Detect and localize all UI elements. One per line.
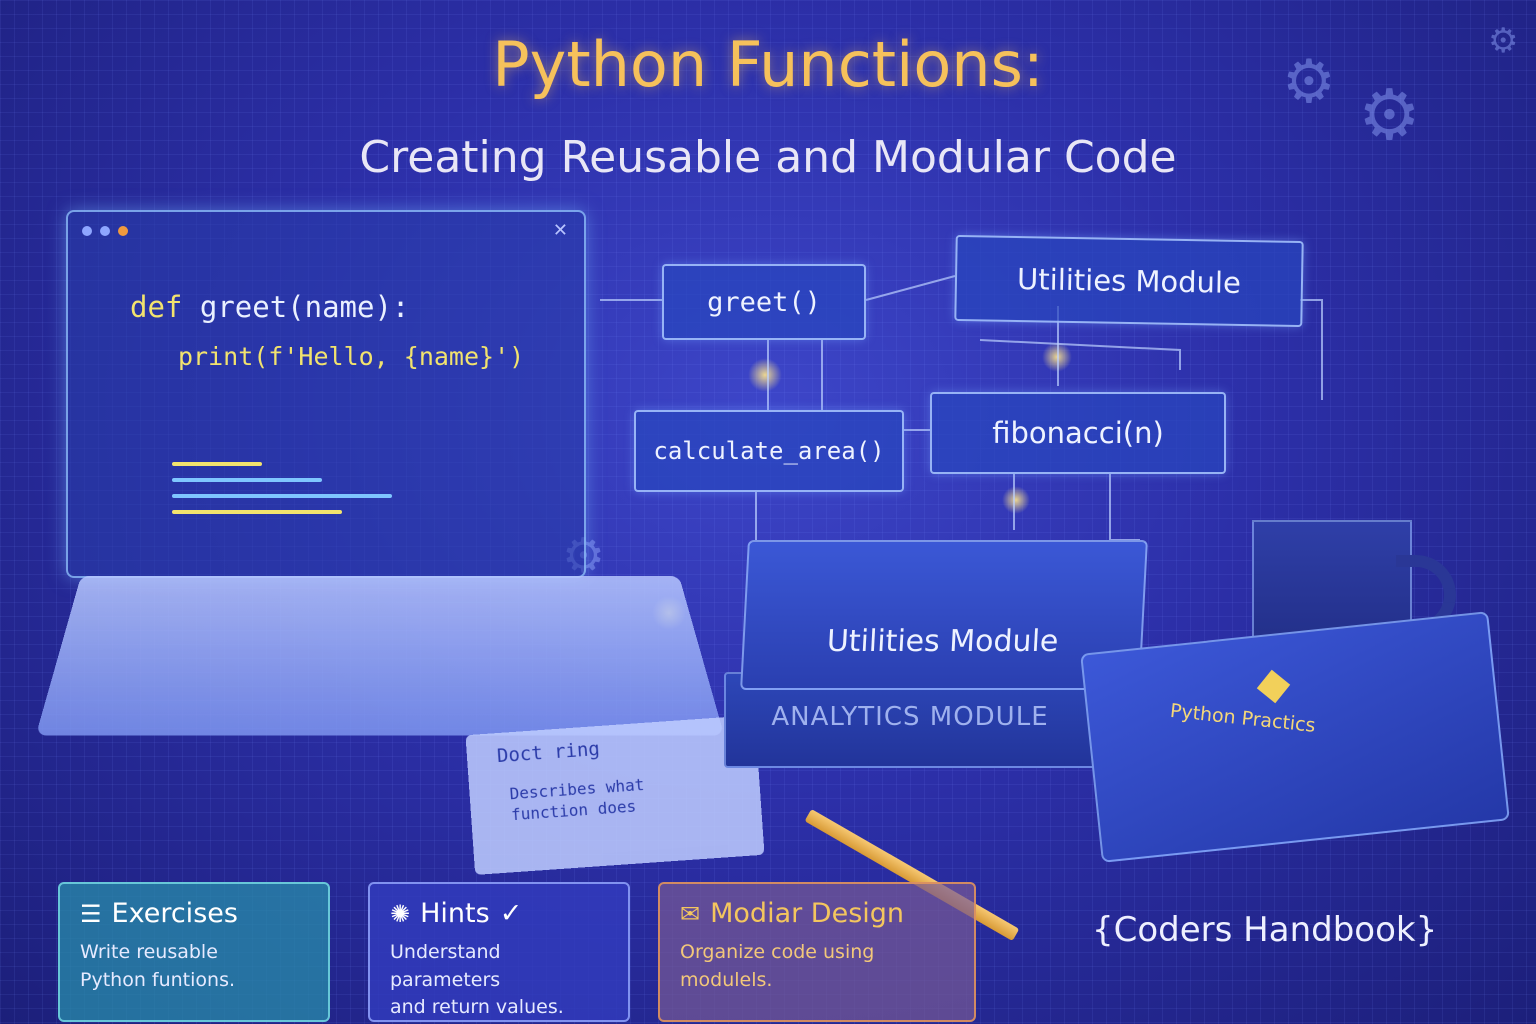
card-desc-line: modulels. (680, 968, 773, 991)
connector-line (979, 339, 1181, 370)
card-header: ✉ Modiar Design (680, 898, 954, 929)
card-title: Modiar Design (710, 898, 905, 929)
code-bar (172, 510, 342, 514)
card-title: Exercises (111, 898, 238, 929)
code-bar (172, 462, 262, 466)
code-keyword: def (130, 290, 183, 324)
close-icon: ✕ (552, 220, 568, 241)
code-placeholder-lines (172, 462, 392, 526)
card-desc-line: Organize code using (680, 941, 875, 963)
connector-line (1109, 474, 1140, 541)
page-title: Python Functions: (492, 28, 1044, 101)
python-logo-icon: ◆ (1253, 656, 1293, 711)
connector-line (865, 275, 956, 301)
card-desc-line: Write reusable (80, 941, 218, 963)
modular-design-card[interactable]: ✉ Modiar Design Organize code using modu… (658, 882, 976, 1022)
card-header: ☰ Exercises (80, 898, 308, 929)
window-controls (82, 226, 128, 236)
envelope-icon: ✉ (680, 899, 701, 928)
card-description: Organize code using modulels. (680, 939, 954, 994)
diagram-node-fibonacci: fibonacci(n) (930, 392, 1226, 474)
node-label: Utilities Module (1016, 262, 1242, 300)
diagram-node-utilities-module: Utilities Module (954, 234, 1304, 328)
book-label: Python Practics (1169, 699, 1317, 737)
code-editor-window: ✕ def greet(name): print(f'Hello, {name}… (66, 210, 586, 578)
docstring-title: Doct ring (496, 737, 601, 768)
glow-sparkle (1002, 486, 1030, 514)
node-label: fibonacci(n) (992, 416, 1164, 450)
glow-sparkle (748, 358, 782, 392)
lightbulb-icon: ✺ (390, 899, 411, 928)
diagram-node-greet: greet() (662, 264, 866, 340)
code-line-def: def greet(name): (130, 290, 409, 324)
gear-icon: ⚙ (1282, 47, 1336, 117)
card-title: Hints (420, 898, 490, 929)
page-subtitle: Creating Reusable and Modular Code (359, 132, 1177, 183)
exercises-card[interactable]: ☰ Exercises Write reusable Python funtio… (58, 882, 330, 1022)
diagram-node-calculate-area: calculate_area() (634, 410, 904, 492)
docstring-note: Doct ring Describes what function does (465, 715, 765, 875)
code-signature: greet(name): (199, 290, 410, 324)
card-header: ✺ Hints ✓ (390, 898, 608, 929)
book-label: ANALYTICS MODULE (771, 702, 1049, 732)
card-description: Write reusable Python funtions. (80, 939, 308, 994)
list-icon: ☰ (80, 899, 102, 928)
gear-icon: ⚙ (1488, 21, 1519, 61)
brand-label: {Coders Handbook} (1092, 910, 1438, 950)
card-desc-line: Understand parameters (390, 941, 501, 991)
node-label: greet() (707, 286, 821, 318)
open-notebook (35, 575, 725, 736)
docstring-body: Describes what function does (509, 774, 645, 825)
gear-icon: ⚙ (1358, 74, 1421, 156)
card-desc-line: Python funtions. (80, 968, 236, 991)
check-icon: ✓ (499, 898, 523, 929)
window-dot (82, 226, 92, 236)
hints-card[interactable]: ✺ Hints ✓ Understand parameters and retu… (368, 882, 630, 1022)
node-label: calculate_area() (653, 437, 885, 465)
window-dot (100, 226, 110, 236)
window-dot (118, 226, 128, 236)
code-bar (172, 478, 322, 482)
code-line-print: print(f'Hello, {name}') (178, 342, 525, 371)
card-description: Understand parameters and return values. (390, 939, 608, 1022)
code-bar (172, 494, 392, 498)
python-practice-book: ◆ Python Practics (1080, 611, 1510, 863)
book-label: Utilities Module (825, 624, 1060, 659)
connector-line (1300, 299, 1323, 400)
card-desc-line: and return values. (390, 996, 564, 1019)
